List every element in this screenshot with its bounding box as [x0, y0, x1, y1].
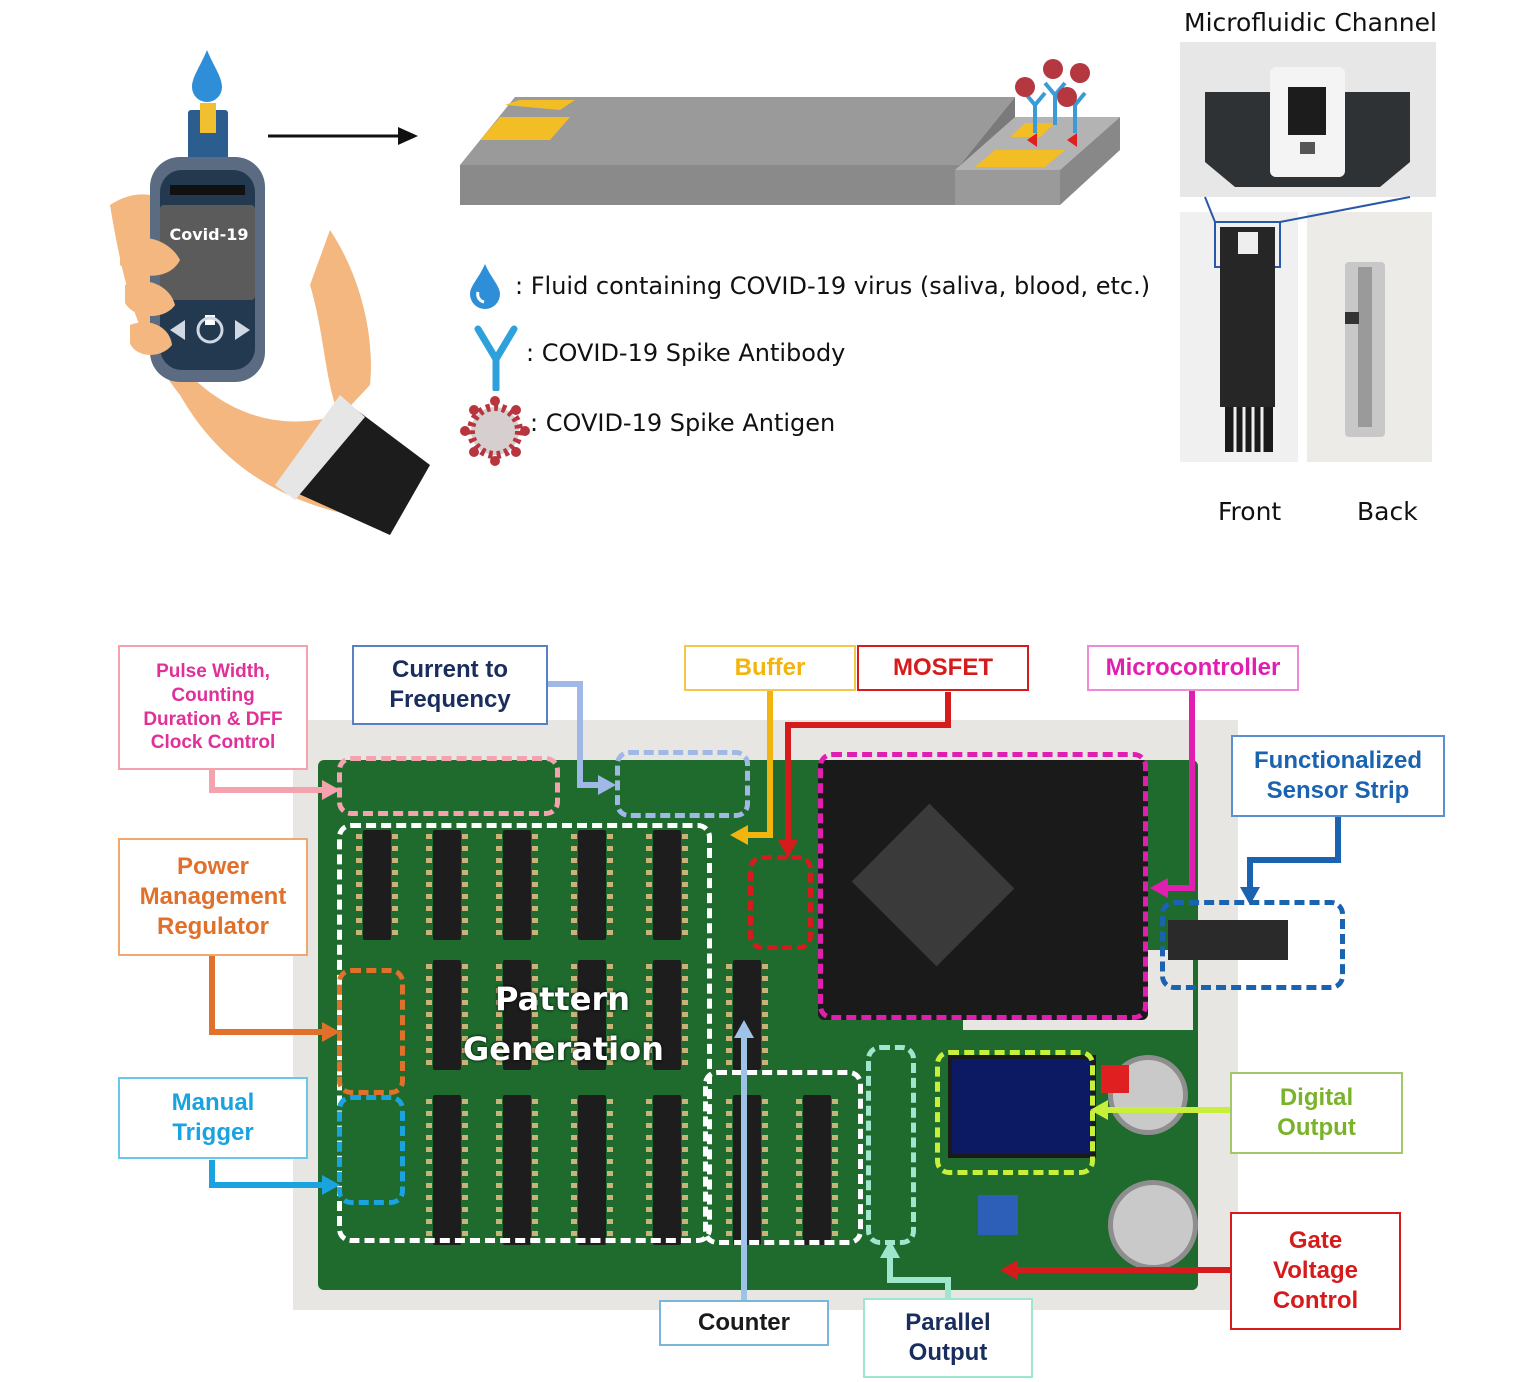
antibody-icon	[472, 325, 520, 396]
region-counter	[703, 1070, 863, 1245]
pattern-generation-line1: Pattern	[495, 980, 631, 1018]
label-current-to-frequency: Current to Frequency	[352, 645, 548, 725]
label-manual-trigger: Manual Trigger	[118, 1077, 308, 1159]
region-power-management	[337, 968, 405, 1095]
microfluidic-channel-title: Microfluidic Channel	[1184, 8, 1437, 37]
label-parallel-output: Parallel Output	[863, 1298, 1033, 1378]
label-gate-voltage: Gate Voltage Control	[1230, 1212, 1401, 1330]
pattern-generation-line2: Generation	[463, 1030, 664, 1068]
label-functionalized-strip: Functionalized Sensor Strip	[1231, 735, 1445, 817]
glucometer-device-illustration: Covid-19	[100, 45, 430, 540]
label-microcontroller: Microcontroller	[1087, 645, 1299, 691]
region-microcontroller	[818, 752, 1148, 1020]
back-label: Back	[1357, 497, 1418, 526]
front-label: Front	[1218, 497, 1282, 526]
legend-item-antibody: : COVID-19 Spike Antibody	[526, 339, 846, 367]
right-arrow-icon	[268, 124, 418, 153]
microfluidic-channel-photo	[1180, 42, 1436, 472]
region-functionalized-strip	[1160, 900, 1345, 990]
legend-item-fluid: : Fluid containing COVID-19 virus (saliv…	[515, 272, 1151, 300]
label-power-management: Power Management Regulator	[118, 838, 308, 956]
label-buffer: Buffer	[684, 645, 856, 691]
virus-icon	[460, 396, 530, 471]
sensor-strip-illustration	[455, 55, 1125, 215]
label-counter: Counter	[659, 1300, 829, 1346]
device-screen-text: Covid-19	[169, 225, 249, 244]
label-pulse-width: Pulse Width, Counting Duration & DFF Clo…	[118, 645, 308, 770]
region-mosfet	[748, 855, 813, 950]
region-pulse-width	[337, 756, 560, 816]
legend-item-antigen: : COVID-19 Spike Antigen	[530, 409, 836, 437]
droplet-icon	[466, 262, 504, 315]
region-digital-output	[935, 1050, 1095, 1175]
region-manual-trigger	[337, 1095, 405, 1205]
label-digital-output: Digital Output	[1230, 1072, 1403, 1154]
region-current-to-frequency	[615, 750, 750, 818]
label-mosfet: MOSFET	[857, 645, 1029, 691]
